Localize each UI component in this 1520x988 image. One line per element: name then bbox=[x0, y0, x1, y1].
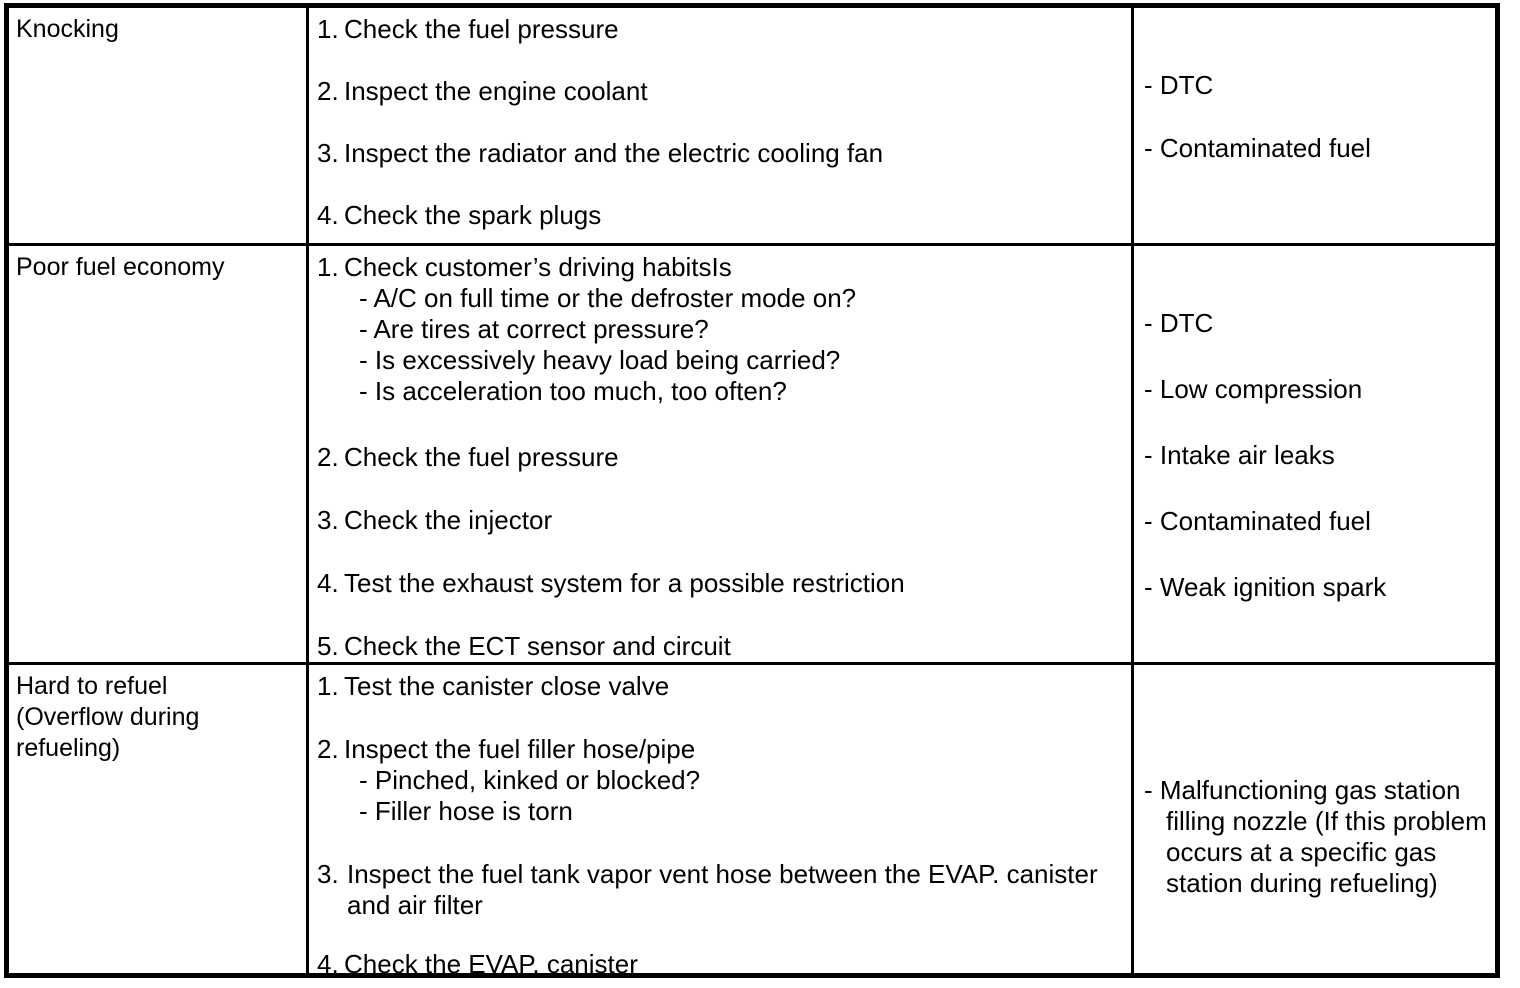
row-divider-2 bbox=[9, 662, 1495, 665]
step-spacer bbox=[317, 473, 1123, 505]
procedure-step: 4.Check the spark plugs bbox=[317, 200, 1123, 231]
step-spacer bbox=[317, 407, 1123, 442]
table-row-1-cause-cell: - DTC - Contaminated fuel bbox=[1134, 8, 1497, 243]
row-divider-1 bbox=[9, 243, 1495, 246]
procedure-step: 4.Check the EVAP. canister bbox=[317, 949, 1123, 980]
cause-spacer bbox=[1144, 471, 1489, 506]
procedure-substep: - Pinched, kinked or blocked? bbox=[359, 765, 701, 795]
step-spacer bbox=[317, 107, 1123, 138]
step-text: Check the fuel pressure bbox=[344, 442, 619, 472]
cause-item: - Contaminated fuel bbox=[1144, 133, 1371, 163]
cause-item: - Malfunctioning gas station filling noz… bbox=[1144, 775, 1487, 898]
step-spacer bbox=[317, 599, 1123, 631]
step-number: 5. bbox=[317, 631, 339, 661]
step-spacer bbox=[317, 827, 1123, 859]
table-row-1-procedure-cell: 1.Check the fuel pressure 2.Inspect the … bbox=[309, 8, 1131, 243]
step-number: 4. bbox=[317, 568, 339, 598]
procedure-step: 1.Check customer’s driving habitsIs bbox=[317, 252, 1123, 283]
cause-list: - Malfunctioning gas station filling noz… bbox=[1144, 671, 1489, 899]
procedure-step-list: 1.Check customer’s driving habitsIs - A/… bbox=[317, 252, 1123, 662]
procedure-substep: - Are tires at correct pressure? bbox=[359, 314, 709, 344]
column-divider-procedure-cause bbox=[1131, 8, 1134, 973]
step-number: 2. bbox=[317, 76, 339, 106]
table-row-2-cause-cell: - DTC - Low compression - Intake air lea… bbox=[1134, 246, 1497, 662]
step-number: 3. bbox=[317, 138, 339, 168]
column-divider-symptom-procedure bbox=[306, 8, 309, 973]
procedure-step: 3.Check the injector bbox=[317, 505, 1123, 536]
procedure-substep: - Filler hose is torn bbox=[359, 796, 573, 826]
step-text: Check the ECT sensor and circuit bbox=[344, 631, 731, 661]
step-text: Inspect the fuel tank vapor vent hose be… bbox=[347, 859, 1098, 920]
step-spacer bbox=[317, 45, 1123, 76]
step-text: Check the injector bbox=[344, 505, 553, 535]
procedure-step-list: 1.Check the fuel pressure 2.Inspect the … bbox=[317, 14, 1123, 231]
procedure-step: 2.Inspect the fuel filler hose/pipe bbox=[317, 734, 1123, 765]
step-text: Test the exhaust system for a possible r… bbox=[344, 568, 905, 598]
procedure-step: 1.Test the canister close valve bbox=[317, 671, 1123, 702]
table-row-2-procedure-cell: 1.Check customer’s driving habitsIs - A/… bbox=[309, 246, 1131, 662]
troubleshooting-table: Knocking 1.Check the fuel pressure 2.Ins… bbox=[4, 3, 1500, 980]
table-row-3-procedure-cell: 1.Test the canister close valve 2.Inspec… bbox=[309, 665, 1131, 980]
procedure-substep: - A/C on full time or the defroster mode… bbox=[359, 283, 857, 313]
cause-list: - DTC - Contaminated fuel bbox=[1144, 14, 1489, 164]
step-number: 3. bbox=[317, 859, 339, 889]
symptom-label: Hard to refuel (Overflow during refuelin… bbox=[16, 672, 200, 762]
step-text: Check the fuel pressure bbox=[344, 14, 619, 44]
procedure-step: 1.Check the fuel pressure bbox=[317, 14, 1123, 45]
step-text: Check the spark plugs bbox=[344, 200, 602, 230]
procedure-step: 5.Check the ECT sensor and circuit bbox=[317, 631, 1123, 662]
cause-item: - DTC bbox=[1144, 308, 1214, 338]
step-number: 2. bbox=[317, 734, 339, 764]
step-number: 4. bbox=[317, 949, 339, 979]
cause-spacer bbox=[1144, 101, 1489, 133]
step-text: Inspect the radiator and the electric co… bbox=[344, 138, 884, 168]
table-row-2-symptom-cell: Poor fuel economy bbox=[9, 246, 306, 662]
cause-item: - Low compression bbox=[1144, 374, 1363, 404]
step-spacer bbox=[317, 169, 1123, 200]
procedure-step: 3. Inspect the fuel tank vapor vent hose … bbox=[317, 859, 1123, 921]
procedure-step: 2.Inspect the engine coolant bbox=[317, 76, 1123, 107]
table-row-3-cause-cell: - Malfunctioning gas station filling noz… bbox=[1134, 665, 1497, 978]
step-text: Check customer’s driving habitsIs bbox=[344, 252, 732, 282]
cause-item: - DTC bbox=[1144, 70, 1214, 100]
symptom-label: Knocking bbox=[16, 15, 119, 43]
procedure-step-list: 1.Test the canister close valve 2.Inspec… bbox=[317, 671, 1123, 980]
step-text: Test the canister close valve bbox=[344, 671, 670, 701]
step-number: 1. bbox=[317, 252, 339, 282]
step-number: 1. bbox=[317, 671, 339, 701]
procedure-substep: - Is excessively heavy load being carrie… bbox=[359, 345, 841, 375]
step-spacer bbox=[317, 921, 1123, 949]
step-number: 4. bbox=[317, 200, 339, 230]
step-number: 3. bbox=[317, 505, 339, 535]
cause-spacer bbox=[1144, 405, 1489, 440]
table-row-1-symptom-cell: Knocking bbox=[9, 8, 306, 243]
step-spacer bbox=[317, 536, 1123, 568]
cause-spacer bbox=[1144, 339, 1489, 374]
step-spacer bbox=[317, 702, 1123, 734]
procedure-substep: - Is acceleration too much, too often? bbox=[359, 376, 787, 406]
cause-spacer bbox=[1144, 537, 1489, 572]
cause-list: - DTC - Low compression - Intake air lea… bbox=[1144, 252, 1489, 603]
table-row-3-symptom-cell: Hard to refuel (Overflow during refuelin… bbox=[9, 665, 306, 978]
step-text: Inspect the fuel filler hose/pipe bbox=[344, 734, 696, 764]
procedure-step: 4.Test the exhaust system for a possible… bbox=[317, 568, 1123, 599]
procedure-step: 2.Check the fuel pressure bbox=[317, 442, 1123, 473]
step-text: Check the EVAP. canister bbox=[344, 949, 638, 979]
step-text: Inspect the engine coolant bbox=[344, 76, 648, 106]
cause-item: - Intake air leaks bbox=[1144, 440, 1335, 470]
step-number: 1. bbox=[317, 14, 339, 44]
symptom-label: Poor fuel economy bbox=[16, 253, 225, 281]
cause-item: - Contaminated fuel bbox=[1144, 506, 1371, 536]
cause-item: - Weak ignition spark bbox=[1144, 572, 1387, 602]
step-number: 2. bbox=[317, 442, 339, 472]
procedure-step: 3.Inspect the radiator and the electric … bbox=[317, 138, 1123, 169]
